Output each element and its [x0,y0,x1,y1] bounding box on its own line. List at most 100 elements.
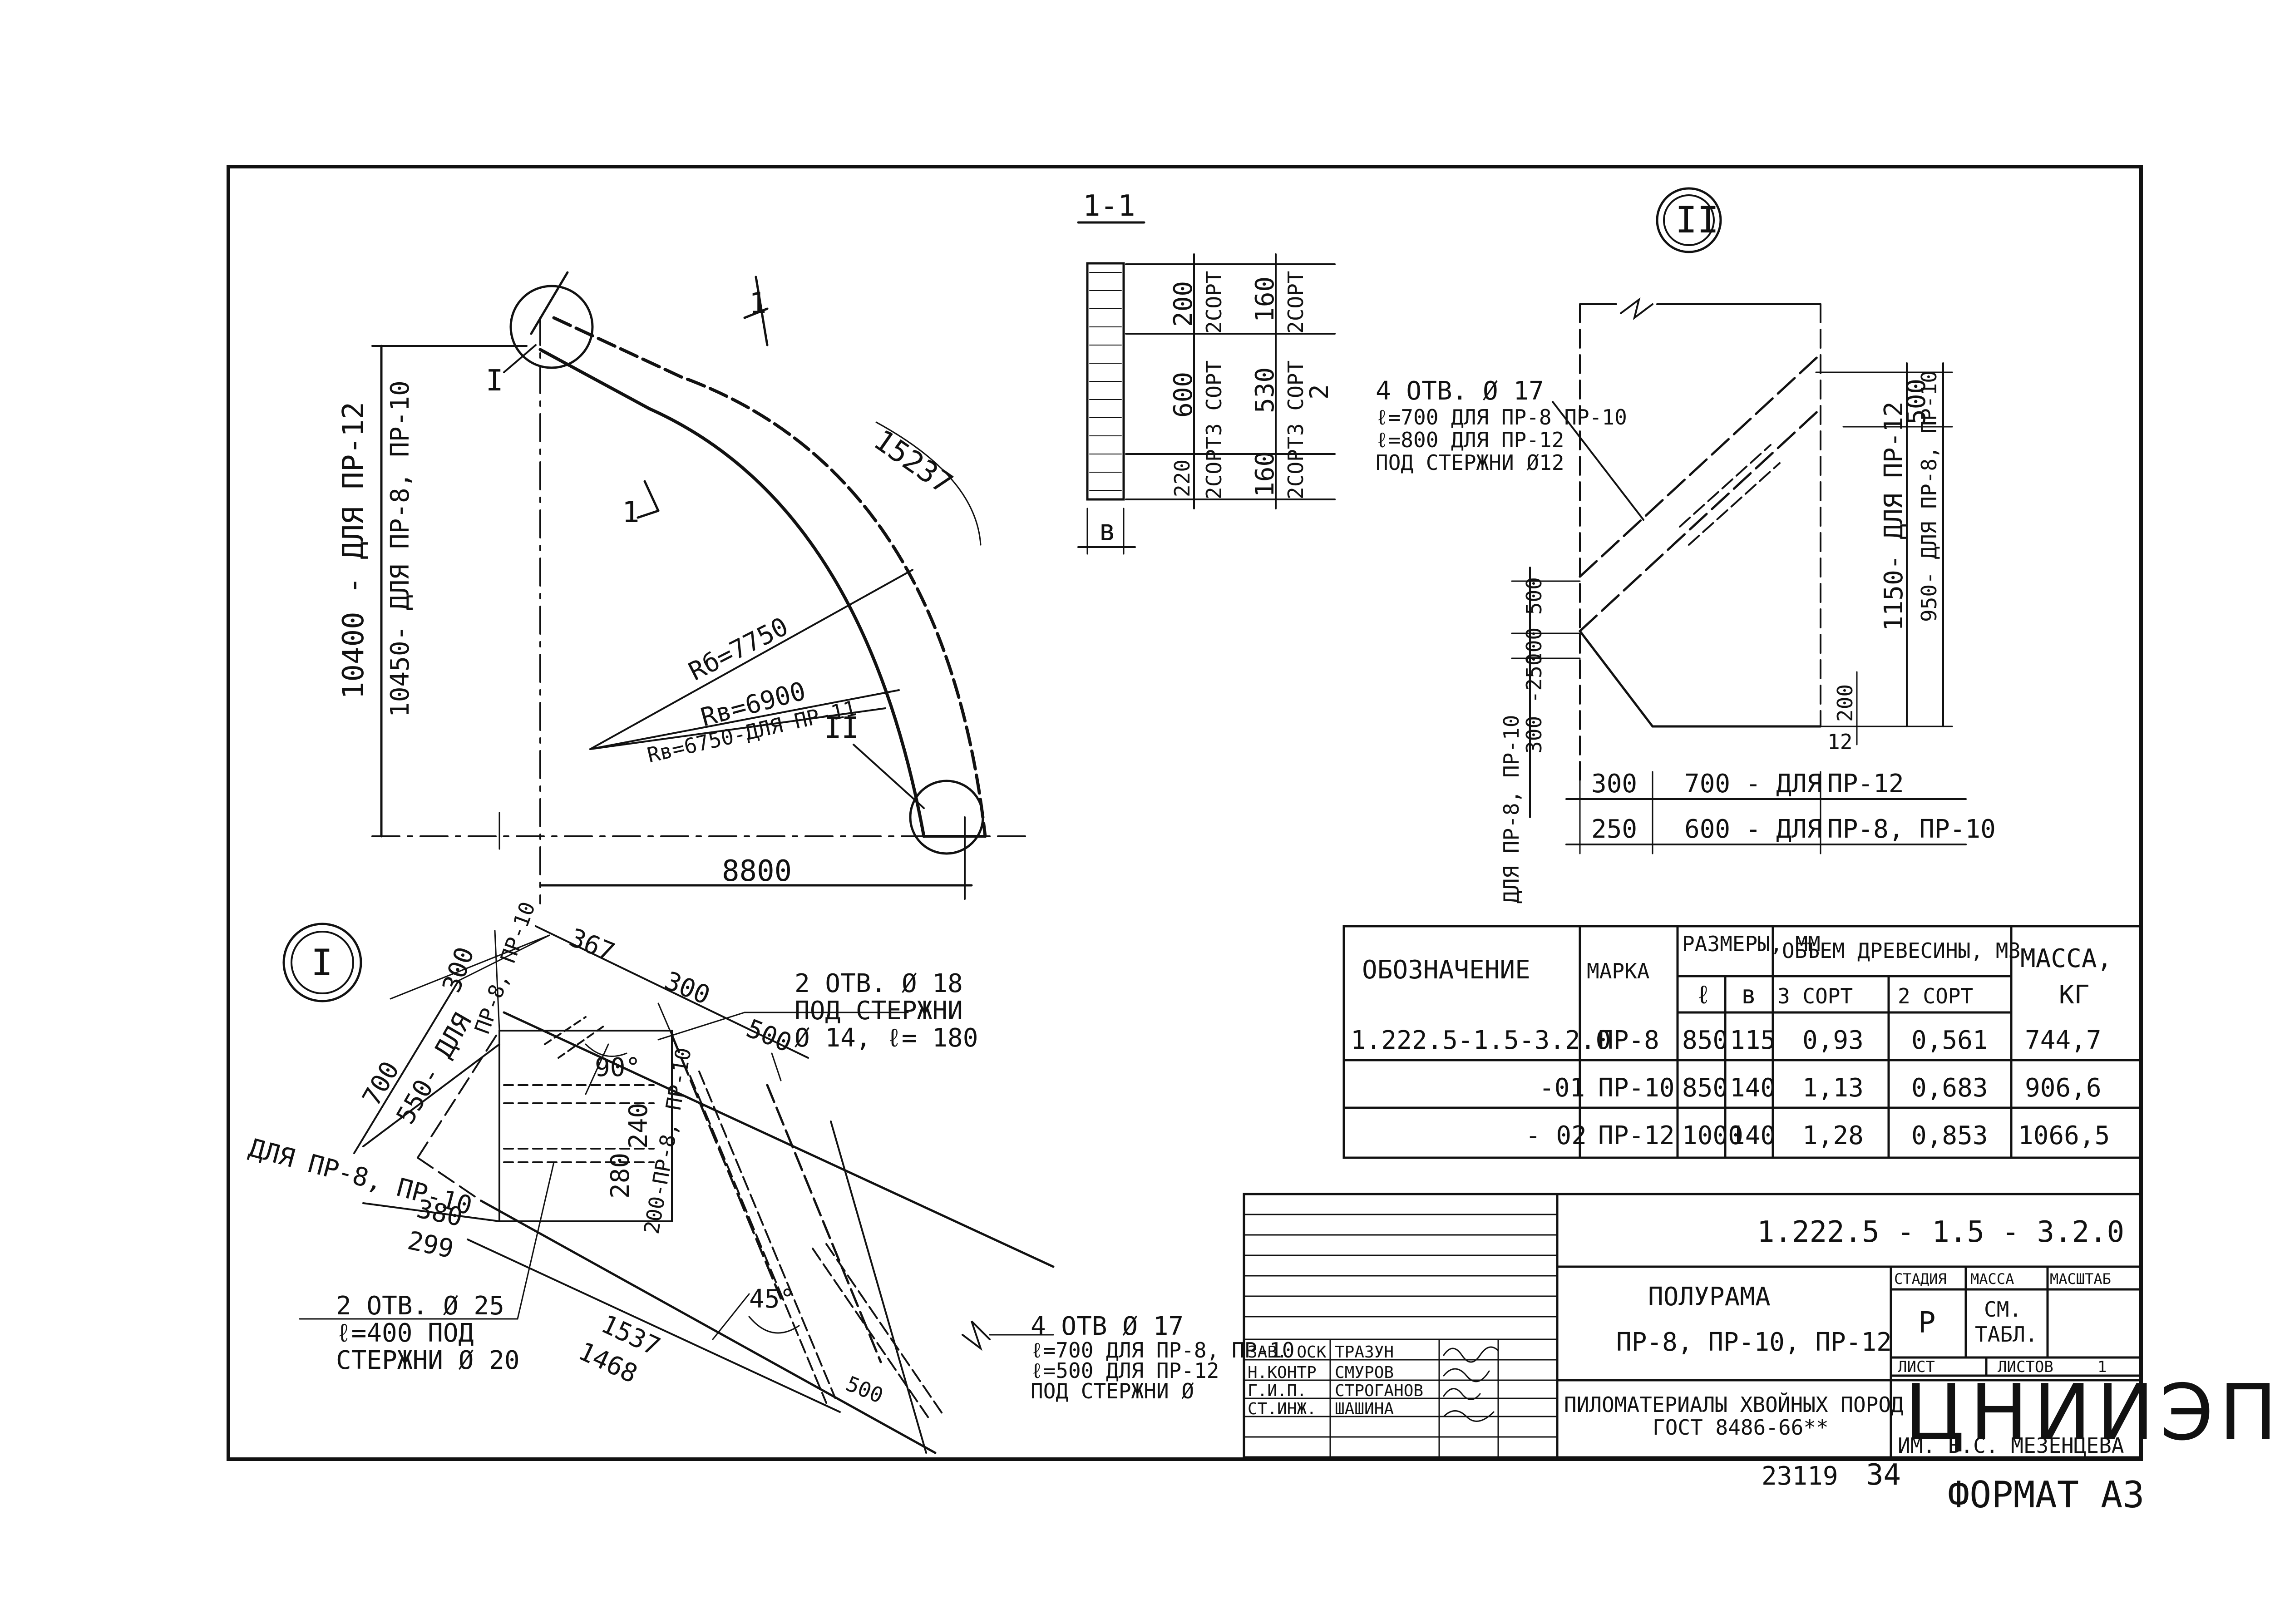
detail-II-hole-note: ℓ=800 ДЛЯ ПР-12 [1376,428,1564,452]
table-row: -01 ПР-10 850 140 1,13 0,683 906,6 [1539,1073,2102,1103]
staff-name: СТРОГАНОВ [1335,1382,1423,1400]
detail-II-dim: 300 -250 [1522,653,1546,754]
radius-1: Rб=7750 [684,612,793,686]
detail-II-bottom-dim: 600 - ДЛЯ [1684,814,1822,844]
detail-II-title: II [1675,199,1719,241]
th-vol-2: 2 СОРТ [1898,984,1973,1008]
cell-designation: -01 [1539,1073,1585,1103]
detail-I-dim: 500 [742,1014,796,1058]
cell-v3: 1,28 [1802,1121,1864,1150]
th-vol-3: 3 СОРТ [1777,984,1853,1008]
th-volume: ОБЪЕМ ДРЕВЕСИНЫ, М3 [1782,938,2021,963]
stage-value: Р [1918,1306,1936,1340]
main-view-geometry [371,271,1031,904]
org-name: ИМ. Б.С. МЕЗЕНЦЕВА [1898,1433,2124,1458]
sheet-frame [227,165,2143,1461]
detail-I-hole-note: ПОД СТЕРЖНИ Ø [1031,1379,1194,1403]
table-row: 1.222.5-1.5-3.2.0 ПР-8 850 115 0,93 0,56… [1351,1026,2102,1055]
detail-II-dim: 950- ДЛЯ ПР-8, ПР-10 [1917,370,1941,622]
signature-mark [1443,1410,1495,1422]
detail-II-bottom-dim: 300 [1591,769,1637,799]
section-grade: 2СОРТ [1283,437,1308,499]
detail-I-dim: 367 [565,923,619,967]
cell-designation: - 02 [1525,1121,1587,1150]
section-grade: 2СОРТ [1202,437,1226,499]
staff-name: СМУРОВ [1335,1363,1394,1382]
org-logo: ЦНИИЭП [1905,1368,2270,1458]
cell-l: 850 [1682,1026,1728,1055]
detail-I-dim: 550- ДЛЯ [391,1008,478,1129]
section-dim: 160 [1250,276,1280,322]
detail-I-dim: ПР-8, ПР-10 [470,898,540,1037]
cell-mark: ПР-8 [1598,1026,1659,1055]
cell-b: 140 [1730,1121,1776,1150]
dim-width: 8800 [722,854,792,888]
th-sizes-b: в [1741,980,1757,1010]
sheet-label: ЛИСТ [1898,1358,1935,1376]
detail-II-dim: 12 [1827,730,1852,754]
cell-v2: 0,853 [1911,1121,1988,1150]
detail-I-hole-note: СТЕРЖНИ Ø 20 [336,1346,520,1375]
detail-II-dim: 1150- ДЛЯ ПР-12 [1879,401,1909,631]
detail-II-bottom-dim: ПР-8, ПР-10 [1827,814,1996,844]
staff-role: СТ.ИНЖ. [1248,1400,1317,1418]
staff-role: ЗАВ. ОСК [1248,1343,1327,1362]
dim-height: 10400 - ДЛЯ ПР-12 [337,402,370,699]
signature-mark [1443,1368,1490,1382]
detail-I-dim: 45° [749,1284,795,1314]
cell-mark: ПР-12 [1598,1121,1675,1150]
section-grade: 2СОРТ [1283,271,1308,334]
mass-value: ТАБЛ. [1975,1322,2038,1347]
th-mass: МАССА, [2020,944,2112,973]
th-sizes-l: ℓ [1696,980,1711,1010]
sheets-label: ЛИСТОВ [1998,1358,2053,1376]
doc-name: ПОЛУРАМА [1648,1282,1771,1312]
detail-I-dim: 240 [624,1103,653,1149]
table-row: - 02 ПР-12 1000 140 1,28 0,853 1066,5 [1525,1121,2110,1150]
section-grade: 3 СОРТ [1202,360,1226,436]
doc-material: ПИЛОМАТЕРИАЛЫ ХВОЙНЫХ ПОРОД [1564,1392,1904,1417]
node-circle-II [909,780,984,855]
cell-l: 1000 [1682,1121,1743,1150]
section-dim: 530 [1250,367,1280,413]
detail-I-hole-note: 4 ОТВ Ø 17 [1031,1312,1184,1341]
title-block-grid [1243,1193,2142,1459]
detail-I-dim: 280 [606,1153,635,1199]
format-label: ФОРМАТ А3 [1948,1474,2144,1516]
main-section-mark: 1 [622,496,640,529]
staff-name: ТРАЗУН [1335,1343,1394,1362]
th-sizes: РАЗМЕРЫ, ММ [1682,932,1821,956]
cell-b: 115 [1730,1026,1776,1055]
doc-material-standard: ГОСТ 8486-66** [1653,1415,1829,1440]
cell-l: 850 [1682,1073,1728,1103]
cell-v3: 1,13 [1802,1073,1864,1103]
detail-I-hole-note: ℓ=500 ДЛЯ ПР-12 [1031,1358,1219,1383]
detail-II-dim: 200 [1833,684,1857,722]
node-circle-I [509,285,594,369]
detail-I-hole-note: ℓ=400 ПОД [336,1318,474,1348]
section-dim: 200 [1169,281,1198,327]
detail-I-side-note: ДЛЯ ПР-8, ПР-10 [246,1133,475,1221]
dim-height-alt: 10450- ДЛЯ ПР-8, ПР-10 [385,380,415,717]
cell-b: 140 [1730,1073,1776,1103]
detail-I-title: I [311,942,333,984]
main-section-mark: 1 [749,287,767,321]
detail-I-dim: 299 [405,1226,456,1264]
section-grade: 3 СОРТ [1283,360,1308,436]
spec-table-grid [1342,925,2142,1159]
detail-II-bottom-dim: ПР-12 [1827,769,1904,799]
detail-II-geometry [1511,187,1967,854]
detail-I-hole-note: Ø 14, ℓ= 180 [794,1023,978,1053]
signature-mark [1443,1346,1499,1363]
detail-I-hole-note: 2 ОТВ. Ø 25 [336,1291,504,1321]
detail-I-hole-note: ℓ=700 ДЛЯ ПР-8, ПР-10 [1031,1338,1295,1362]
cell-designation: 1.222.5-1.5-3.2.0 [1351,1026,1611,1055]
detail-I-hole-note: ПОД СТЕРЖНИ [794,996,963,1026]
stage-label: СТАДИЯ [1894,1270,1947,1288]
cell-v2: 0,683 [1911,1073,1988,1103]
cell-v2: 0,561 [1911,1026,1988,1055]
doc-code: 1.222.5 - 1.5 - 3.2.0 [1757,1215,2124,1249]
cell-mass: 1066,5 [2018,1121,2110,1150]
cell-mass: 744,7 [2025,1026,2102,1055]
